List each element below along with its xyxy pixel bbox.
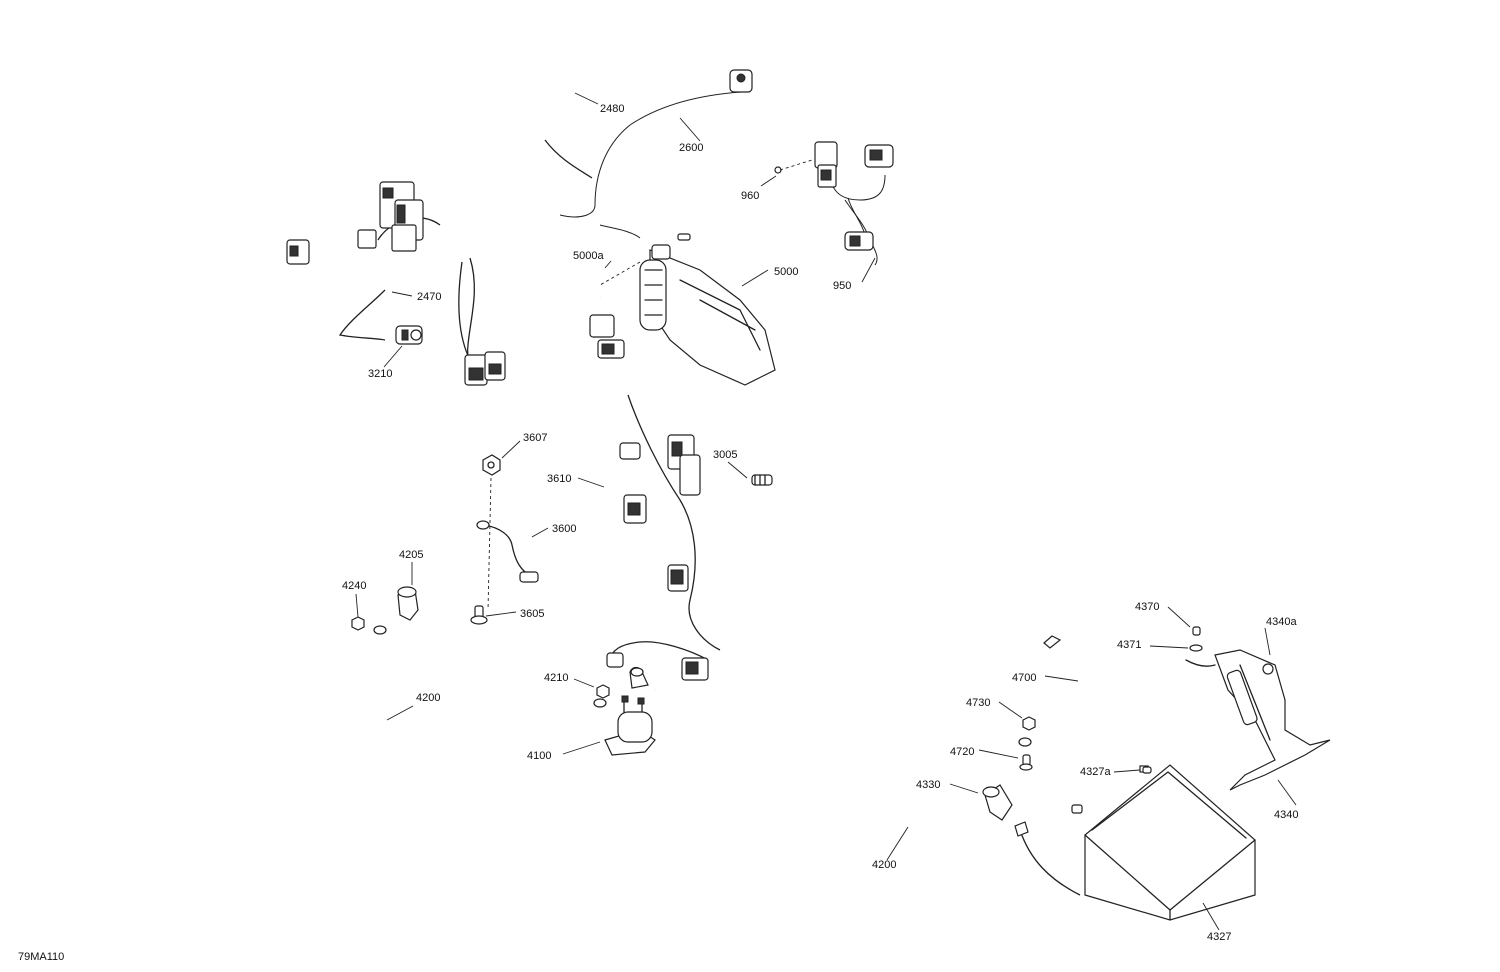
terminal-3600: [476, 520, 539, 583]
terminal-4700: [1043, 635, 1062, 649]
cable-4200-upper: [351, 626, 602, 748]
callout-5000a: 5000a: [573, 250, 604, 262]
callout-5000: 5000: [774, 266, 798, 278]
callout-4240: 4240: [342, 580, 366, 592]
connector-top-right: [864, 144, 894, 168]
callout-4327a: 4327a: [1080, 766, 1111, 778]
callout-labels: 2480 2600 960 950 5000a 5000 2470 3210 3…: [342, 103, 1298, 943]
cable-3600: [484, 524, 536, 579]
callout-2480: 2480: [600, 103, 624, 115]
callout-3210: 3210: [368, 368, 392, 380]
bracket-4340-foot: [1185, 659, 1216, 667]
callout-960: 960: [741, 190, 759, 202]
wire-2470: [338, 289, 386, 341]
callout-3605: 3605: [520, 608, 544, 620]
sensor-3210: [395, 325, 423, 345]
main-wiring-harness: [299, 217, 721, 663]
washer-4371: [1189, 644, 1203, 652]
screw-3005: [751, 474, 773, 486]
callout-4700: 4700: [1012, 672, 1036, 684]
callout-4720: 4720: [950, 746, 974, 758]
callout-950: 950: [833, 280, 851, 292]
sensor-2600: [729, 69, 753, 93]
connector-cluster-top-left: [286, 181, 424, 265]
terminal-4720: [1018, 737, 1032, 747]
nut-3607: [482, 454, 501, 476]
boot-4330: [982, 784, 1013, 821]
bracket-4340: [1214, 649, 1331, 791]
callout-4730: 4730: [966, 697, 990, 709]
nut-4240: [351, 616, 365, 631]
nut-4210: [596, 684, 610, 699]
callout-4371: 4371: [1117, 639, 1141, 651]
battery-4327: [1084, 764, 1256, 921]
bolt-3605: [470, 605, 488, 625]
callout-3610: 3610: [547, 473, 571, 485]
callout-3607: 3607: [523, 432, 547, 444]
ecm-module-5000: [639, 244, 776, 386]
connector-pair-left: [464, 351, 506, 386]
callout-4205: 4205: [399, 549, 423, 561]
bolt-4720: [1019, 754, 1033, 771]
callout-4340a: 4340a: [1266, 616, 1297, 628]
callout-3600: 3600: [552, 523, 576, 535]
connector-group-5000: [589, 314, 625, 359]
callout-2600: 2600: [679, 142, 703, 154]
cable-4700: [1019, 638, 1131, 755]
callout-4370: 4370: [1135, 601, 1159, 613]
boot-4200-top: [629, 666, 649, 689]
callout-4327: 4327: [1207, 931, 1231, 943]
callout-4210: 4210: [544, 672, 568, 684]
bolt-4370: [1192, 626, 1201, 636]
terminal-4200-left: [373, 625, 387, 635]
callout-4330: 4330: [916, 779, 940, 791]
callout-3005: 3005: [713, 449, 737, 461]
diagram-id: 79MA110: [18, 951, 64, 963]
screw-4327a: [1071, 766, 1152, 814]
cable-2480: [499, 34, 684, 179]
nut-4730: [1022, 716, 1036, 731]
callout-4100: 4100: [527, 750, 551, 762]
terminal-4200-battery: [1014, 821, 1029, 837]
harness-950-960: [829, 174, 886, 266]
relay-960: [774, 141, 838, 188]
solenoid-4100: [604, 695, 656, 756]
cable-2600: [559, 91, 742, 239]
leader-lines: [355, 92, 1297, 931]
connectors-mid-harness: [606, 434, 709, 681]
callout-4200-lower: 4200: [872, 859, 896, 871]
connector-950: [844, 231, 874, 251]
callout-4200-upper: 4200: [416, 692, 440, 704]
callout-4340: 4340: [1274, 809, 1298, 821]
callout-2470: 2470: [417, 291, 441, 303]
terminal-4200-solenoid: [593, 698, 607, 708]
bolt-5000: [599, 233, 691, 286]
cable-4200-lower: [653, 688, 1126, 912]
boot-4205: [397, 586, 419, 621]
